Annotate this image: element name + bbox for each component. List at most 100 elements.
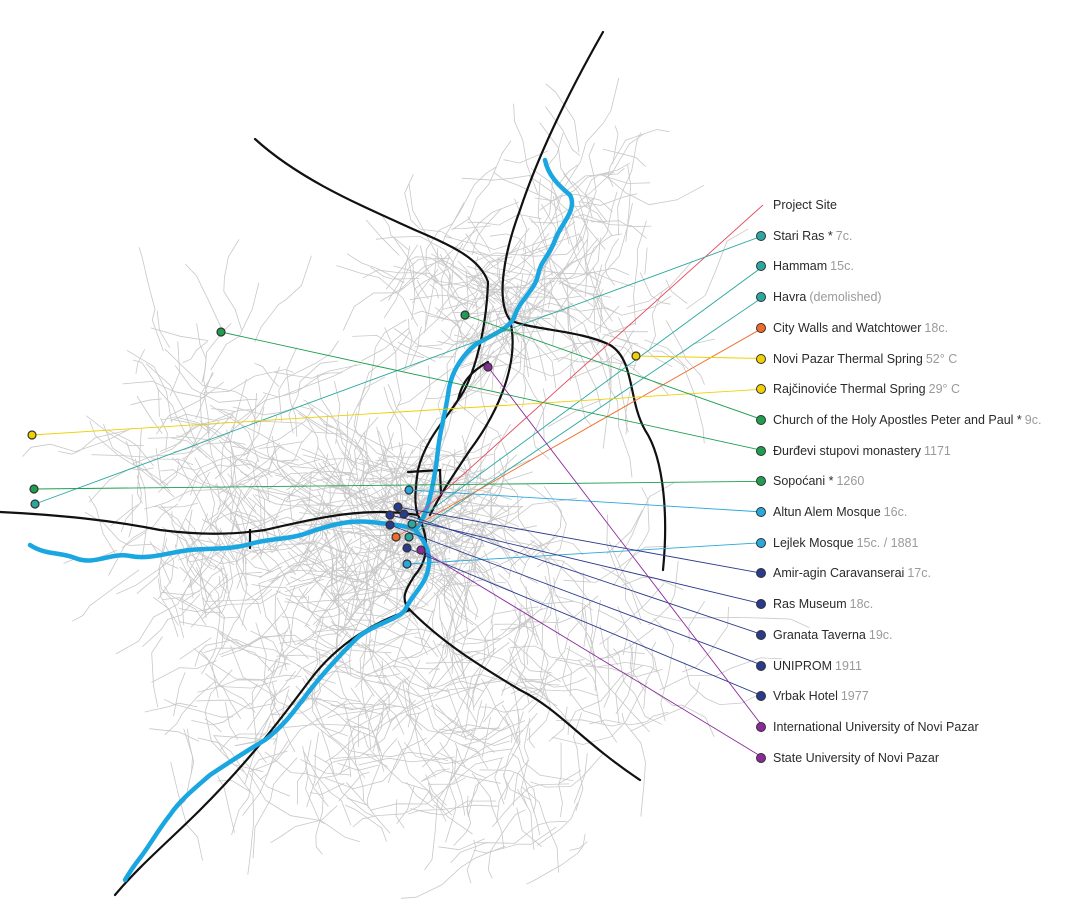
legend-item-project-site[interactable]: Project Site xyxy=(756,194,840,216)
street xyxy=(460,619,495,737)
street xyxy=(612,125,619,165)
street xyxy=(684,662,757,706)
street xyxy=(208,537,234,615)
legend-item-intl-university[interactable]: International University of Novi Pazar xyxy=(756,716,982,738)
lightblue-marker-icon xyxy=(756,507,766,517)
street xyxy=(520,579,574,605)
street xyxy=(304,557,354,617)
street xyxy=(300,758,351,776)
street xyxy=(595,202,633,321)
legend-item-church-peter-paul[interactable]: Church of the Holy Apostles Peter and Pa… xyxy=(756,409,1041,431)
street xyxy=(157,578,179,626)
street xyxy=(453,747,466,816)
street xyxy=(434,306,462,335)
street xyxy=(547,398,603,428)
street xyxy=(285,653,328,682)
street xyxy=(235,772,255,875)
street xyxy=(304,740,329,807)
street xyxy=(451,565,471,675)
site-marker xyxy=(404,485,414,495)
street xyxy=(503,150,549,164)
street xyxy=(331,718,393,759)
street xyxy=(163,585,207,626)
legend-item-state-university[interactable]: State University of Novi Pazar xyxy=(756,747,942,769)
street xyxy=(448,435,472,497)
street xyxy=(519,535,559,580)
street xyxy=(463,521,485,568)
street xyxy=(218,441,304,494)
street xyxy=(461,729,524,765)
street xyxy=(149,541,179,569)
street xyxy=(501,704,574,781)
street xyxy=(526,834,586,885)
street xyxy=(481,717,491,758)
street xyxy=(157,465,179,493)
street xyxy=(244,566,283,578)
street xyxy=(373,542,385,585)
street xyxy=(344,521,407,590)
street xyxy=(613,648,662,725)
street xyxy=(521,296,532,370)
street xyxy=(260,690,278,780)
street xyxy=(171,511,187,554)
street xyxy=(257,531,352,585)
street xyxy=(236,500,311,526)
street xyxy=(644,247,648,275)
purple-marker-icon xyxy=(756,721,766,732)
street xyxy=(348,593,391,621)
legend-item-stari-ras[interactable]: Stari Ras *7c. xyxy=(756,225,852,247)
street xyxy=(397,341,436,362)
site-marker xyxy=(216,327,226,337)
street xyxy=(325,712,420,790)
street xyxy=(161,591,200,596)
street xyxy=(424,720,526,746)
street xyxy=(361,543,377,669)
street xyxy=(275,590,308,598)
street xyxy=(224,701,239,740)
street xyxy=(405,713,423,731)
street xyxy=(476,266,520,343)
street xyxy=(251,421,345,435)
street xyxy=(297,664,336,684)
street xyxy=(180,533,209,602)
street xyxy=(298,510,334,562)
street xyxy=(529,295,581,300)
street xyxy=(336,530,371,558)
street xyxy=(633,220,647,325)
street xyxy=(470,658,518,690)
street xyxy=(274,516,324,531)
street xyxy=(321,537,352,555)
street xyxy=(439,333,471,359)
legend-item-sopocani[interactable]: Sopoćani *1260 xyxy=(756,470,864,492)
street xyxy=(297,471,312,526)
street xyxy=(182,456,275,489)
street xyxy=(325,415,359,511)
street xyxy=(599,627,655,661)
legend-item-havra[interactable]: Havra(demolished) xyxy=(756,286,882,308)
street xyxy=(176,472,210,547)
street xyxy=(210,282,260,371)
street xyxy=(403,569,467,640)
street xyxy=(425,361,522,400)
street xyxy=(437,323,474,421)
street xyxy=(318,462,379,510)
leader-line xyxy=(220,331,764,452)
street xyxy=(348,577,397,620)
street xyxy=(313,633,338,638)
street xyxy=(526,484,567,568)
green-marker-icon xyxy=(756,445,766,456)
street xyxy=(409,505,523,535)
street xyxy=(461,744,489,769)
